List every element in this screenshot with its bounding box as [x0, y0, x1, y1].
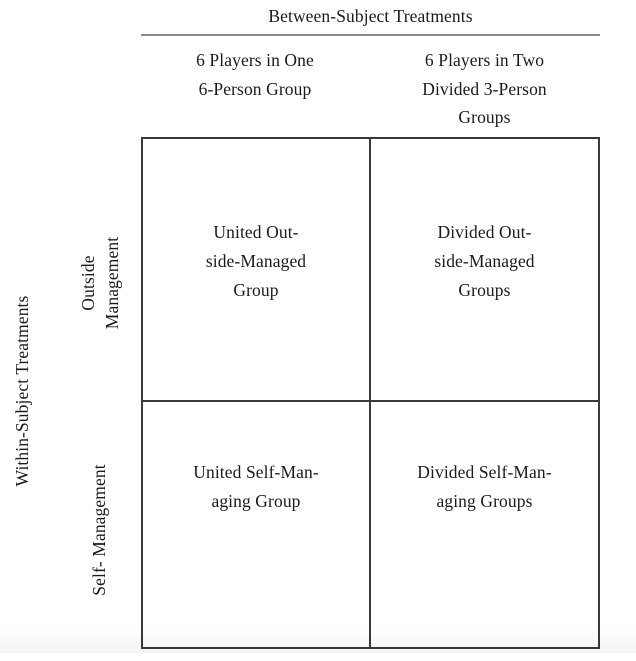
- column-header-line: 6 Players in One: [196, 50, 314, 70]
- column-axis-rule: [141, 34, 600, 36]
- cell-line: Divided Self-Man-: [417, 462, 552, 482]
- matrix-vertical-divider: [369, 139, 371, 647]
- column-header-line: Divided 3-Person: [422, 78, 547, 99]
- cell-line: side-Managed: [434, 251, 535, 271]
- cell-united-outside-managed-group: United Out- side-Managed Group: [143, 139, 369, 384]
- cell-line: aging Group: [211, 491, 301, 511]
- cell-line: Group: [233, 280, 279, 300]
- cell-line: aging Groups: [436, 491, 533, 511]
- cell-line: United Out-: [213, 222, 299, 242]
- row-header-self-management: Self- Management: [89, 464, 109, 596]
- row-axis-title: Within-Subject Treatments: [12, 295, 32, 487]
- matrix-horizontal-divider: [143, 400, 598, 402]
- column-header-line: 6-Person Group: [198, 78, 312, 99]
- column-axis-title: Between-Subject Treatments: [268, 6, 473, 26]
- column-header-line: 6 Players in Two: [424, 50, 545, 70]
- column-header-two-divided-three-person-groups: 6 Players in Two Divided 3-Person Groups: [369, 46, 600, 134]
- matrix-box: United Out- side-Managed Group Divided O…: [141, 137, 600, 649]
- row-header-line: Management: [102, 236, 122, 330]
- row-header-line: Outside: [78, 255, 98, 311]
- row-header-outside-management: Outside Management: [76, 152, 124, 414]
- cell-line: Divided Out-: [437, 222, 532, 242]
- column-header-one-six-person-group: 6 Players in One 6-Person Group: [141, 46, 369, 134]
- cell-line: United Self-Man-: [193, 462, 319, 482]
- cell-divided-self-managing-groups: Divided Self-Man- aging Groups: [371, 427, 598, 547]
- cell-line: Groups: [458, 280, 511, 300]
- cell-divided-outside-managed-groups: Divided Out- side-Managed Groups: [371, 139, 598, 384]
- column-header-line: Groups: [458, 107, 511, 127]
- cell-line: side-Managed: [205, 251, 307, 271]
- cell-united-self-managing-group: United Self-Man- aging Group: [143, 427, 369, 547]
